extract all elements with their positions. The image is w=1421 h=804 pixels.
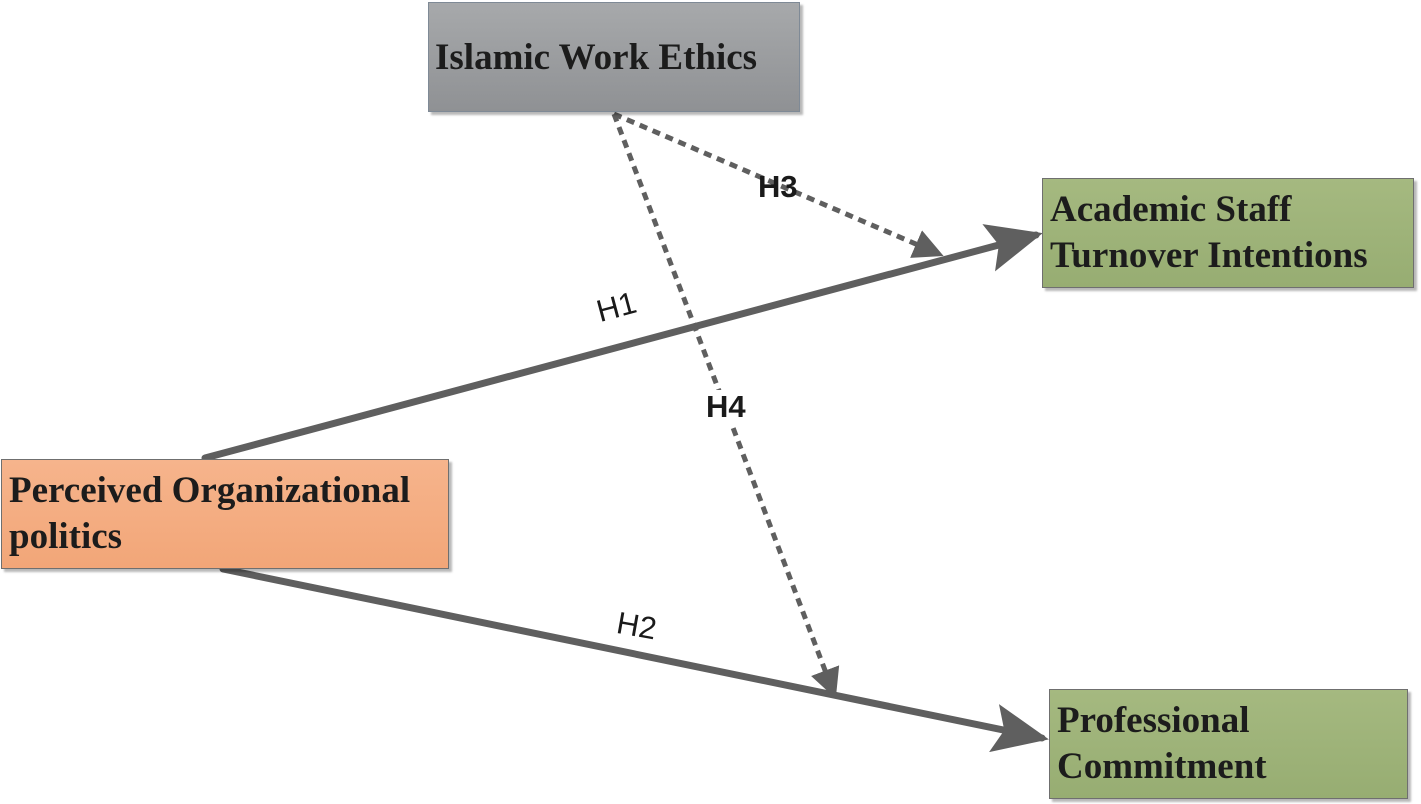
path-label-h4: H4 — [704, 389, 748, 424]
path-h1-arrow — [201, 224, 1043, 462]
path-h2-arrow — [219, 565, 1049, 753]
node-perceived-organizational-politics-line1: Perceived Organizational — [9, 470, 411, 511]
node-perceived-organizational-politics-line2: politics — [9, 516, 123, 557]
node-islamic-work-ethics: Islamic Work Ethics — [428, 2, 800, 112]
path-label-h2: H2 — [614, 605, 660, 647]
node-academic-staff-turnover-intentions-line1: Academic Staff — [1050, 189, 1292, 230]
node-professional-commitment: Professional Commitment — [1049, 689, 1408, 799]
node-professional-commitment-line2: Commitment — [1057, 746, 1267, 787]
node-professional-commitment-line1: Professional — [1057, 700, 1250, 741]
node-perceived-organizational-politics: Perceived Organizational politics — [1, 459, 449, 569]
path-h3-dashed-arrow — [613, 111, 944, 258]
node-academic-staff-turnover-intentions: Academic Staff Turnover Intentions — [1042, 178, 1414, 288]
node-academic-staff-turnover-intentions-line2: Turnover Intentions — [1050, 235, 1368, 276]
path-label-h3: H3 — [758, 169, 798, 204]
node-islamic-work-ethics-label: Islamic Work Ethics — [435, 37, 758, 78]
